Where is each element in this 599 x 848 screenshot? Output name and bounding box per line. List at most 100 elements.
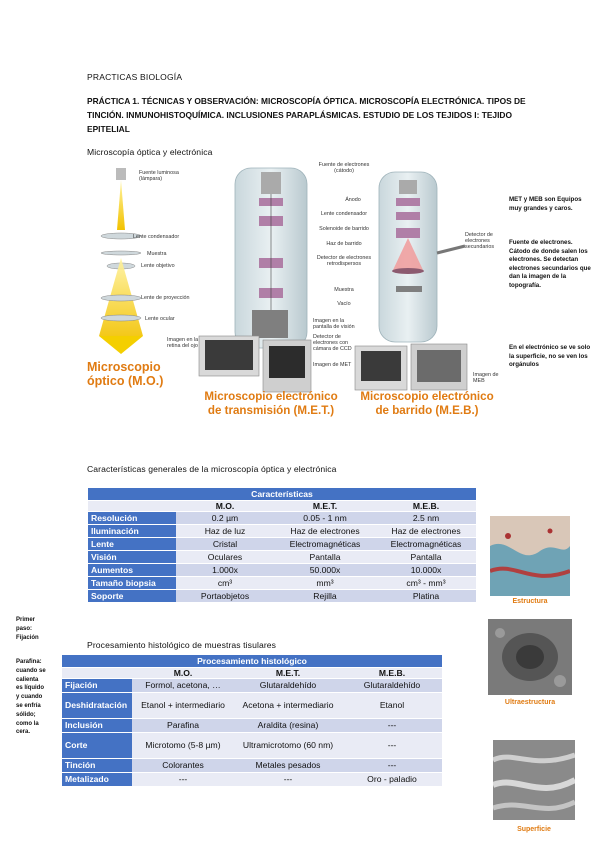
label-imagen-meb: Imagen de MEB — [473, 372, 499, 384]
label-fuente-luminosa: Fuente luminosa (lámpara) — [139, 170, 179, 182]
table1-caption: Características — [88, 488, 476, 501]
table2-cell: --- — [342, 732, 442, 759]
table1-cell: cm³ — [176, 576, 274, 590]
table2-cell: Ultramicrotomo (60 nm) — [234, 732, 342, 759]
table1-col-meb: M.E.B. — [376, 500, 476, 512]
table1-cell: 50.000x — [274, 563, 376, 577]
table2-cell: Parafina — [132, 718, 234, 733]
caption-mo-line2: óptico (M.O.) — [87, 374, 164, 388]
table1-cell: Electromagnéticas — [274, 537, 376, 551]
table2-cell: Glutaraldehído — [342, 678, 442, 693]
table2-row-label: Inclusión — [62, 718, 132, 733]
label-imagen-retina: Imagen en la retina del ojo — [167, 337, 199, 349]
label-detector-retro: Detector de electrones retrodispersos — [316, 255, 372, 267]
label-muestra: Muestra — [147, 251, 167, 257]
microscope-diagram: Fuente luminosa (lámpara) Lente condensa… — [87, 158, 505, 436]
table1-row-label: Resolución — [88, 511, 176, 525]
label-detector-secundarios: Detector de electrones secundarios — [465, 232, 495, 250]
label-lente-condensador: Lente condensador — [133, 234, 180, 240]
table-procesamiento: Procesamiento histológico M.O. M.E.T. M.… — [62, 655, 442, 787]
table2-corner — [62, 667, 132, 679]
table2-cell: --- — [342, 718, 442, 733]
caption-estructura: Estructura — [512, 598, 548, 605]
table1-cell: Pantalla — [274, 550, 376, 564]
table2-row: Metalizado------Oro - paladio — [62, 772, 442, 787]
caption-ultraestructura: Ultraestructura — [504, 699, 556, 706]
section-title-procesamiento: Procesamiento histológico de muestras ti… — [87, 640, 277, 650]
table1-cell: Electromagnéticas — [376, 537, 476, 551]
label-imagen-pantalla: Imagen en la pantalla de visión — [313, 318, 355, 330]
table2-col-met: M.E.T. — [234, 667, 342, 679]
label-vacio: Vacío — [337, 301, 351, 307]
table1-cell: Oculares — [176, 550, 274, 564]
label-fuente-electrones: Fuente de electrones (cátodo) — [318, 162, 370, 174]
caption-mo-line1: Microscopio — [87, 360, 161, 374]
table1-col-mo: M.O. — [176, 500, 274, 512]
table2-col-meb: M.E.B. — [342, 667, 442, 679]
table2-row-label: Corte — [62, 732, 132, 759]
table2-cell: --- — [234, 772, 342, 787]
practice-title: PRÁCTICA 1. TÉCNICAS Y OBSERVACIÓN: MICR… — [87, 96, 526, 134]
table1-cell: Portaobjetos — [176, 589, 274, 603]
table1-cell: 0.05 - 1 nm — [274, 511, 376, 525]
table1-cell: Haz de electrones — [274, 524, 376, 538]
table2-cell: Etanol + intermediario — [132, 692, 234, 719]
image-ultraestructura — [488, 619, 572, 695]
table2-cell: Acetona + intermediario — [234, 692, 342, 719]
table1-col-met: M.E.T. — [274, 500, 376, 512]
table1-cell: 2.5 nm — [376, 511, 476, 525]
table2-row-label: Tinción — [62, 758, 132, 773]
side-note-3: En el electrónico se ve solo la superfic… — [509, 344, 591, 369]
table2-cell: Araldita (resina) — [234, 718, 342, 733]
label-lente-ocular: Lente ocular — [145, 316, 175, 322]
section-title-caracteristicas: Características generales de la microsco… — [87, 464, 337, 474]
table1-row-label: Visión — [88, 550, 176, 564]
side-note-2: Fuente de electrones. Cátodo de donde sa… — [509, 239, 591, 289]
table2-col-mo: M.O. — [132, 667, 234, 679]
label-imagen-met: Imagen de MET — [313, 362, 352, 368]
caption-meb-line2: de barrido (M.E.B.) — [375, 404, 479, 417]
caption-mo: Microscopio óptico (M.O.) — [87, 360, 197, 388]
table1-cell: Haz de luz — [176, 524, 274, 538]
table2-row-label: Fijación — [62, 678, 132, 693]
section-title-microscopia: Microscopía óptica y electrónica — [87, 147, 213, 157]
table1-row-label: Lente — [88, 537, 176, 551]
table1-cell: mm³ — [274, 576, 376, 590]
table2-row-label: Deshidratación — [62, 692, 132, 719]
table1-row-label: Iluminación — [88, 524, 176, 538]
page-header: PRACTICAS BIOLOGÍA — [87, 72, 183, 82]
table1-row-label: Soporte — [88, 589, 176, 603]
label-detector-ccd: Detector de electrones con cámara de CCD — [313, 334, 352, 352]
table1-corner — [88, 500, 176, 512]
caption-met: Microscopio electrónico de transmisión (… — [191, 390, 351, 418]
table1-cell: Rejilla — [274, 589, 376, 603]
table1-cell: Pantalla — [376, 550, 476, 564]
caption-met-line2: de transmisión (M.E.T.) — [207, 404, 335, 417]
table1-cell: Haz de electrones — [376, 524, 476, 538]
table1-cell: cm³ - mm³ — [376, 576, 476, 590]
image-superficie — [493, 740, 575, 820]
table1-cell: Platina — [376, 589, 476, 603]
caption-superficie: Superficie — [517, 826, 551, 833]
label-lente-objetivo: Lente objetivo — [141, 263, 175, 269]
left-note-1: Primer paso: Fijación — [16, 617, 39, 641]
table2-cell: --- — [132, 772, 234, 787]
caption-met-line1: Microscopio electrónico — [204, 390, 338, 403]
table2-cell: --- — [342, 758, 442, 773]
tem-graphic — [198, 167, 312, 393]
table2-row-label: Metalizado — [62, 772, 132, 787]
table2-cell: Glutaraldehído — [234, 678, 342, 693]
table1-cell: Cristal — [176, 537, 274, 551]
